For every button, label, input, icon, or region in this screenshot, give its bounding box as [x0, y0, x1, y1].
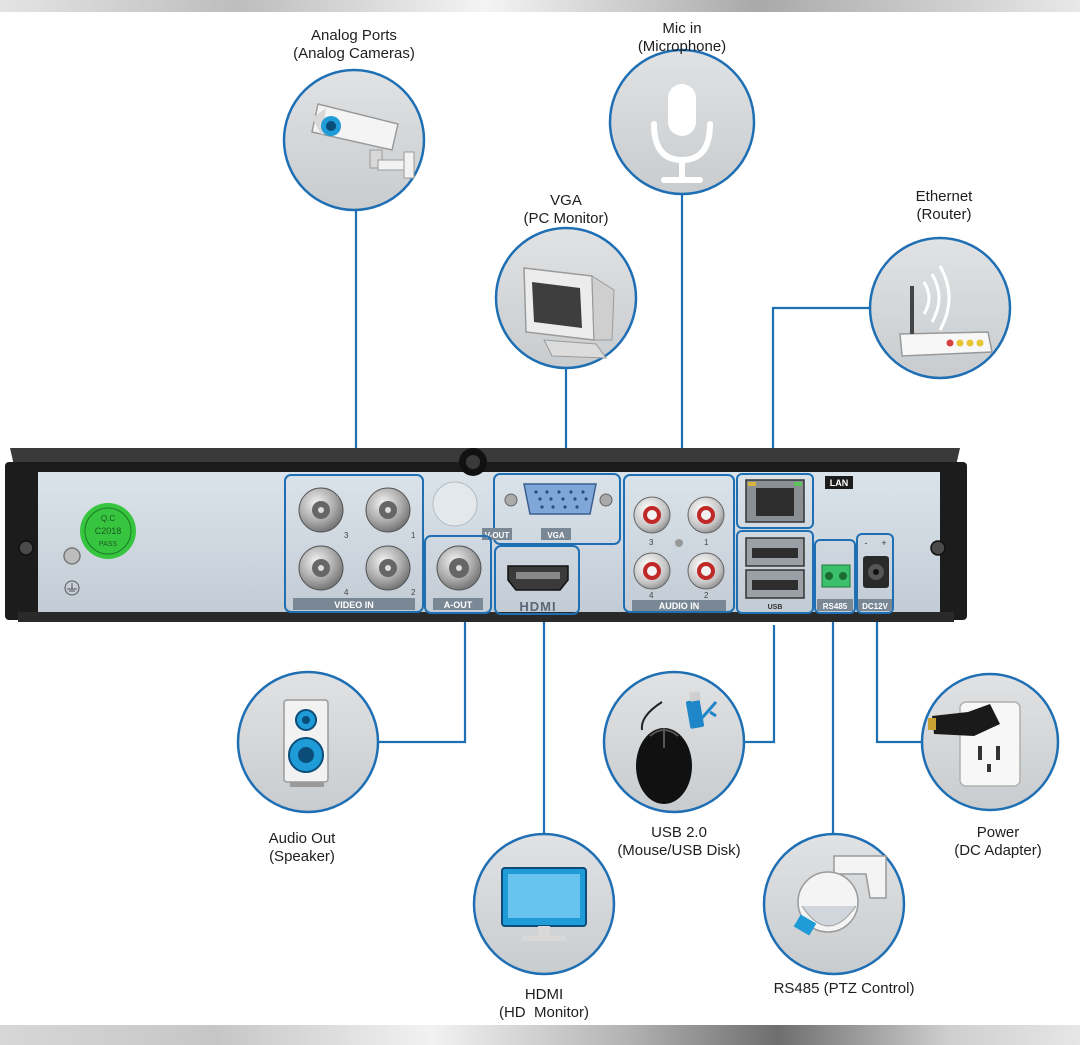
ethernet-label: Ethernet (Router) — [884, 188, 1004, 224]
line-usb — [744, 625, 776, 744]
microphone-callout — [608, 48, 756, 196]
audio-port-num-3: 3 — [649, 538, 654, 547]
ptz-dome-camera-icon — [793, 855, 887, 936]
audio-port-num-1: 1 — [704, 538, 709, 547]
vga-group — [493, 473, 621, 545]
audio-port-num-4: 4 — [649, 591, 654, 600]
power-pin-minus: - — [865, 538, 868, 548]
vga-monitor-callout — [494, 226, 638, 370]
video-in-group — [284, 474, 424, 613]
line-audio-out — [378, 613, 467, 744]
audio-out-title: Audio Out — [268, 830, 336, 847]
mic-in-title: Mic in — [662, 20, 702, 37]
usb-group — [736, 530, 814, 614]
rs485-group — [814, 539, 856, 614]
power-plug-icon — [928, 701, 1021, 787]
video-port-num-2: 2 — [411, 588, 416, 597]
rca-connectors — [633, 496, 725, 590]
hdmi-label: HDMI (HD Monitor) — [464, 986, 624, 1022]
line-power — [875, 613, 922, 744]
analog-ports-label: Analog Ports (Analog Cameras) — [254, 27, 454, 63]
a-out-label: A-OUT — [444, 600, 473, 610]
ground-screw — [63, 547, 81, 565]
usb-drive-icon — [685, 691, 718, 729]
top-edge-strip — [0, 0, 1080, 12]
qc-stamp — [80, 503, 136, 559]
hdmi-port-label: HDMI — [519, 599, 556, 614]
lan-group — [736, 473, 814, 529]
mic-in-label: Mic in (Microphone) — [582, 20, 782, 56]
ptz-callout — [762, 832, 906, 976]
usb-label: USB — [768, 604, 783, 611]
rs485-port-label: RS485 — [823, 602, 848, 611]
dvr-rear-panel: Q.C C2018 PASS 3 1 4 2 VIDEO IN — [5, 448, 967, 622]
hdmi-subtitle: (HD Monitor) — [498, 1004, 589, 1021]
usb-subtitle: (Mouse/USB Disk) — [617, 842, 741, 859]
bottom-edge-strip — [0, 1025, 1080, 1045]
power-title: Power — [976, 824, 1020, 841]
vga-label: VGA (PC Monitor) — [466, 192, 666, 228]
power-pin-plus: + — [881, 538, 886, 548]
mount-screw-left — [18, 540, 34, 556]
ground-icon — [64, 580, 80, 596]
usb-title: USB 2.0 — [651, 824, 707, 841]
analog-ports-title: Analog Ports — [311, 27, 397, 44]
audio-port-num-2: 2 — [704, 591, 709, 600]
audio-in-label: AUDIO IN — [659, 601, 700, 611]
chassis-bottom-lip — [18, 612, 954, 622]
v-out-label: V-OUT — [485, 531, 510, 540]
vga-title: VGA — [550, 192, 582, 209]
audio-out-subtitle: (Speaker) — [269, 848, 335, 865]
video-in-label: VIDEO IN — [334, 600, 374, 610]
hdmi-title: HDMI — [524, 986, 564, 1003]
speaker-callout — [236, 670, 380, 814]
ethernet-title: Ethernet — [915, 188, 973, 205]
usb-label-callout: USB 2.0 (Mouse/USB Disk) — [594, 824, 764, 860]
mount-screw-right — [930, 540, 946, 556]
flat-monitor-icon — [501, 867, 587, 941]
audio-in-group — [623, 474, 735, 613]
hdmi-callout — [472, 832, 616, 976]
rs485-label: RS485 (PTZ Control) — [744, 980, 944, 998]
rs485-title: RS485 (PTZ Control) — [773, 980, 915, 997]
crt-monitor-icon — [523, 267, 615, 359]
lan-label: LAN — [830, 478, 849, 488]
video-port-num-3: 3 — [344, 531, 349, 540]
blank-hole — [432, 481, 478, 527]
cctv-camera-icon — [311, 103, 415, 179]
line-ethernet — [771, 306, 870, 476]
usb-callout — [602, 670, 746, 814]
ethernet-subtitle: (Router) — [916, 206, 972, 223]
analog-camera-callout — [282, 68, 426, 212]
analog-ports-subtitle: (Analog Cameras) — [293, 45, 415, 62]
speaker-icon — [283, 699, 329, 787]
hdmi-group — [494, 545, 580, 615]
power-callout — [920, 672, 1060, 812]
video-port-num-4: 4 — [344, 588, 349, 597]
power-subtitle: (DC Adapter) — [954, 842, 1042, 859]
audio-out-label: Audio Out (Speaker) — [222, 830, 382, 866]
dc12v-label: DC12V — [862, 602, 888, 611]
mic-in-subtitle: (Microphone) — [637, 38, 727, 55]
router-icon — [899, 265, 993, 357]
stamp-line-1: Q.C — [101, 514, 115, 523]
stamp-line-3: PASS — [99, 541, 117, 548]
microphone-icon — [651, 84, 713, 183]
power-label: Power (DC Adapter) — [928, 824, 1068, 860]
vga-port-label: VGA — [547, 531, 565, 540]
dc12v-group — [856, 533, 894, 614]
mouse-icon — [636, 701, 692, 804]
video-port-num-1: 1 — [411, 531, 416, 540]
a-out-group — [424, 535, 492, 614]
rs485-terminal — [821, 564, 851, 588]
bnc-connectors — [298, 487, 411, 591]
vga-subtitle: (PC Monitor) — [523, 210, 609, 227]
router-callout — [868, 236, 1012, 380]
connector-lines — [354, 195, 922, 838]
wifi-waves-icon — [922, 265, 951, 331]
stamp-line-2: C2018 — [95, 526, 122, 536]
